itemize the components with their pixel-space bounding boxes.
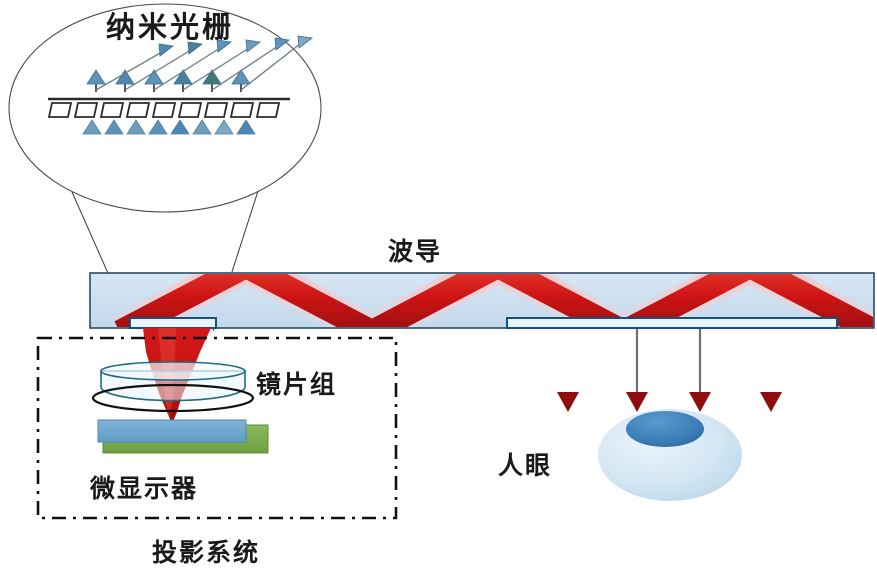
arrowhead	[626, 392, 648, 412]
label-projection-system: 投影系统	[152, 538, 261, 567]
microdisplay	[97, 419, 269, 454]
grating-teeth	[47, 102, 281, 118]
projection-system-box	[36, 336, 398, 520]
arrowhead	[760, 392, 782, 412]
label-waveguide: 波导	[388, 237, 443, 266]
label-lens-group: 镜片组	[256, 370, 338, 399]
eye-iris	[626, 411, 704, 447]
outcoupled-ray-arrows	[557, 329, 782, 412]
arrowhead	[557, 392, 579, 412]
microdisplay-panel	[97, 419, 247, 443]
incoming-light-arrows	[82, 119, 256, 184]
lens-lower	[91, 383, 255, 413]
eye-ray-1	[557, 329, 579, 412]
label-human-eye: 人眼	[498, 451, 553, 480]
eye-ray-4	[760, 329, 782, 412]
lens-upper-top	[100, 361, 246, 381]
eye-ray-3	[689, 329, 711, 412]
diffracted-diagonal-arrows	[95, 35, 313, 91]
label-nano-grating: 纳米光栅	[106, 10, 235, 44]
nano-grating-magnifier	[8, 3, 322, 213]
arrowhead	[689, 392, 711, 412]
output-coupling-grating	[506, 317, 838, 329]
diffracted-vertical-arrows	[86, 69, 251, 92]
waveguide-slab	[89, 272, 875, 329]
eye-ray-2	[626, 329, 648, 412]
input-coupling-grating	[129, 317, 217, 329]
label-microdisplay: 微显示器	[90, 474, 199, 503]
human-eye	[598, 409, 742, 501]
lens-group	[91, 361, 255, 413]
